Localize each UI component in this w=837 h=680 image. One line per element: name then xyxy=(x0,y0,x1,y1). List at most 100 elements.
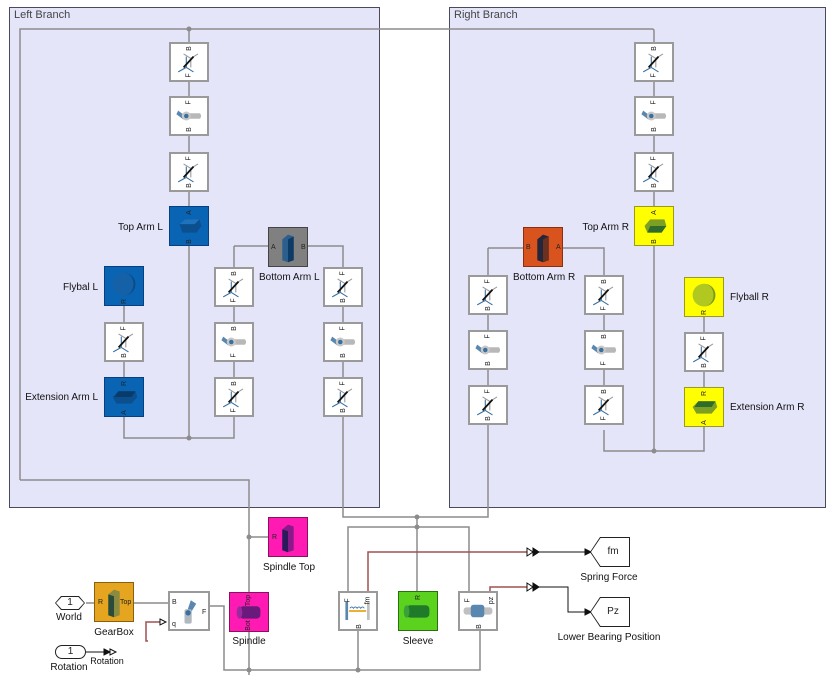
port-b: B xyxy=(475,624,483,629)
port-f: F xyxy=(700,336,708,341)
lower-bearing-outport[interactable]: Pz xyxy=(590,597,630,627)
rotation-inport-label: Rotation xyxy=(50,662,88,673)
port-b: B xyxy=(484,416,492,421)
port-b: B xyxy=(526,244,531,251)
port-b: B xyxy=(301,244,306,251)
port-b: B xyxy=(484,306,492,311)
bottom-arm-l-block[interactable]: A B xyxy=(268,227,308,267)
rotation-inport[interactable]: 1 xyxy=(55,645,86,659)
port-f: F xyxy=(344,598,352,603)
left-branch-area[interactable]: Left Branch xyxy=(9,7,380,508)
extension-arm-l-label: Extension Arm L xyxy=(25,392,98,403)
port-f: F xyxy=(339,271,347,276)
port-pz: pz xyxy=(488,596,496,605)
rotation-converter-label: Rotation xyxy=(90,656,124,666)
port-f: F xyxy=(339,381,347,386)
port-r: R xyxy=(272,534,278,541)
top-arm-l-label: Top Arm L xyxy=(117,222,163,233)
port-f: F xyxy=(650,156,658,161)
spring-force-outport[interactable]: fm xyxy=(590,537,630,567)
spindle-top-label: Spindle Top xyxy=(262,562,316,573)
top-arm-r-block[interactable]: A B xyxy=(634,206,674,246)
revolute-joint-block[interactable]: B F q xyxy=(168,591,210,631)
port-a: A xyxy=(650,210,658,215)
port-r: R xyxy=(701,390,709,397)
top-arm-l-block[interactable]: A B xyxy=(169,206,209,246)
signal-fm xyxy=(367,551,527,591)
world-value: 1 xyxy=(56,597,84,609)
extension-arm-l-block[interactable]: R A xyxy=(104,377,144,417)
port-b: B xyxy=(700,363,708,368)
spring-force-value: fm xyxy=(591,538,629,566)
world-label: World xyxy=(56,612,82,623)
port-f: F xyxy=(185,100,193,105)
spindle-label: Spindle xyxy=(232,636,266,647)
port-f: F xyxy=(484,334,492,339)
port-f: F xyxy=(185,73,193,78)
port-fm: fm xyxy=(364,596,372,605)
port-f: F xyxy=(339,326,347,331)
sleeve-block[interactable]: R xyxy=(398,591,438,631)
extension-arm-r-label: Extension Arm R xyxy=(730,402,805,413)
signal-q xyxy=(145,621,162,642)
prismatic-joint-block[interactable]: F pz B xyxy=(458,591,498,631)
gearbox-block[interactable]: R Top xyxy=(94,582,134,622)
port-b: B xyxy=(185,46,193,51)
spindle-top-block[interactable]: R xyxy=(268,517,308,557)
port-f: F xyxy=(650,73,658,78)
port-b: B xyxy=(650,46,658,51)
port-f: F xyxy=(484,389,492,394)
world-connection-port[interactable]: 1 xyxy=(55,596,85,610)
port-f: F xyxy=(600,306,608,311)
extension-arm-r-block[interactable]: R A xyxy=(684,387,724,427)
port-r: R xyxy=(98,599,104,606)
port-b: B xyxy=(230,326,238,331)
port-b: B xyxy=(355,624,363,629)
rotation-inport-value: 1 xyxy=(67,646,74,657)
port-r: R xyxy=(121,298,129,305)
port-f: F xyxy=(230,298,238,303)
port-f: F xyxy=(464,598,472,603)
port-b: B xyxy=(650,239,658,244)
port-f: F xyxy=(202,609,207,616)
spindle-block[interactable]: Top Bot xyxy=(229,592,269,632)
port-a: A xyxy=(120,410,128,415)
flyball-l-block[interactable]: R xyxy=(104,266,144,306)
port-b: B xyxy=(120,353,128,358)
port-f: F xyxy=(650,100,658,105)
port-a: A xyxy=(185,210,193,215)
port-f: F xyxy=(185,156,193,161)
lower-bearing-value: Pz xyxy=(591,598,629,626)
port-b: B xyxy=(600,389,608,394)
port-a: A xyxy=(556,244,561,251)
left-branch-title: Left Branch xyxy=(14,9,71,21)
port-b: B xyxy=(339,353,347,358)
bottom-arm-r-label: Bottom Arm R xyxy=(513,272,576,283)
spring-damper-block[interactable]: F fm B xyxy=(338,591,378,631)
port-b: B xyxy=(230,381,238,386)
bottom-arm-r-block[interactable]: B A xyxy=(523,227,563,267)
port-r: R xyxy=(701,309,709,316)
right-branch-area[interactable]: Right Branch xyxy=(449,7,826,508)
flyball-r-block[interactable]: R xyxy=(684,277,724,317)
